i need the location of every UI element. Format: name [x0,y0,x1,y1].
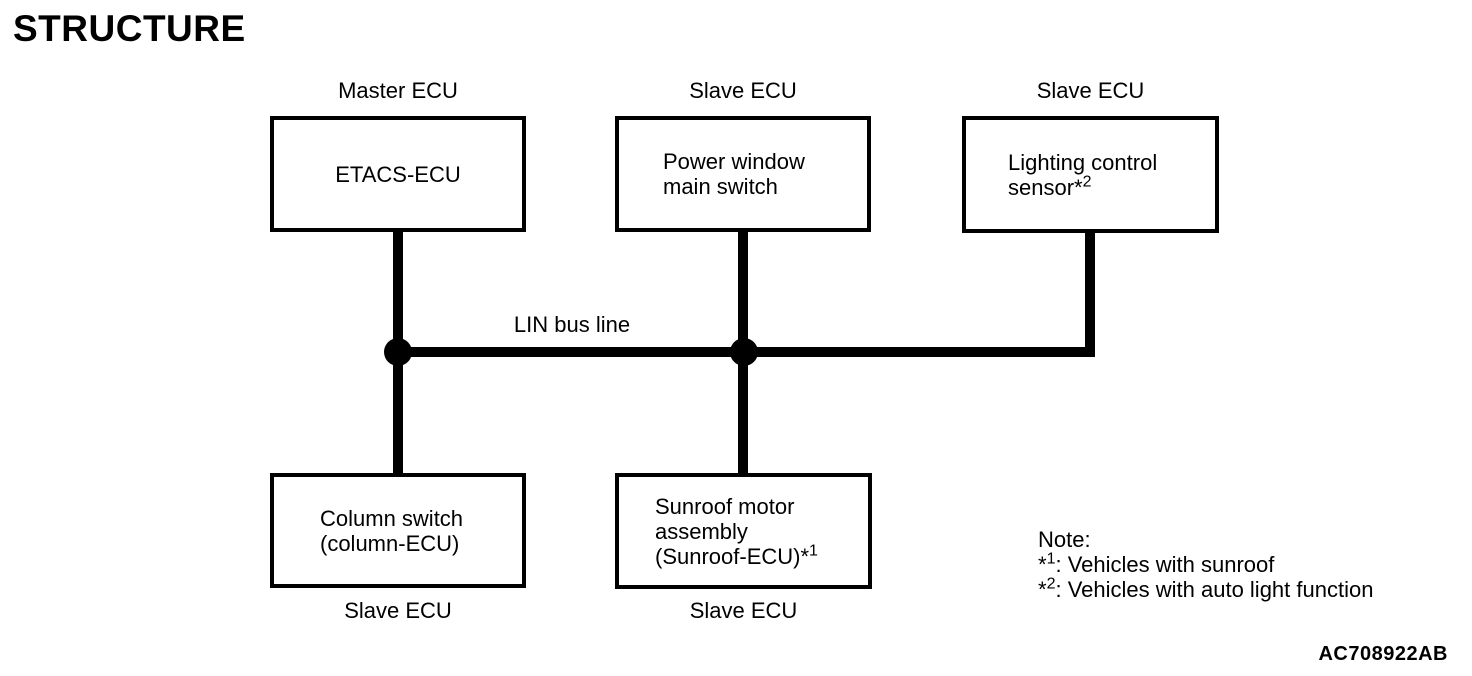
note-item-text: : Vehicles with sunroof [1055,552,1275,577]
role-label-slave-ecu-column-switch: Slave ECU [344,598,452,623]
ecu-name-line: Lighting control [1008,149,1158,175]
note-item: *2: Vehicles with auto light function [1038,575,1374,602]
ecu-name-line: main switch [663,174,778,199]
ecu-box-sunroof-motor-assembly: Sunroof motor assembly (Sunroof-ECU)*1 [615,473,872,589]
ecu-name-line: (column-ECU) [320,530,460,556]
role-label-slave-ecu-power-window: Slave ECU [689,78,797,103]
ecu-name-line: (Sunroof-ECU)*1 [655,542,868,569]
ecu-name-line: assembly [655,518,748,544]
bus-junction-dot-left [384,338,412,366]
ecu-name-text: sensor* [1008,174,1083,200]
footnote-ref-sup: 1 [1046,550,1056,568]
bus-junction-dot-middle [730,338,758,366]
ecu-name-line: Power window [663,149,805,174]
bus-label: LIN bus line [513,312,631,337]
ecu-name-line: ETACS-ECU [335,161,461,187]
ecu-name-text: (Sunroof-ECU)* [655,543,810,569]
footnote-ref-sup: 1 [809,542,818,560]
note-heading: Note: [1038,527,1091,552]
page-title: STRUCTURE [13,8,246,49]
connector-lighting-sensor-to-bus [1085,230,1095,357]
note-item-text: : Vehicles with auto light function [1055,577,1374,602]
ecu-box-lighting-control-sensor: Lighting control sensor*2 [962,116,1219,233]
footnote-ref-sup: 2 [1082,173,1092,191]
ecu-box-column-switch: Column switch (column-ECU) [270,473,526,588]
ecu-box-etacs: ETACS-ECU [270,116,526,232]
ecu-name-line: Column switch [320,505,464,531]
figure-code: AC708922AB [1318,643,1448,665]
footnote-ref-sup: 2 [1046,575,1056,593]
ecu-name-line: sensor*2 [1008,173,1215,200]
role-label-master-ecu: Master ECU [338,78,458,103]
ecu-box-power-window-main-switch: Power window main switch [615,116,871,232]
note-block: Note: *1: Vehicles with sunroof *2: Vehi… [1038,527,1373,602]
ecu-name-line: Sunroof motor [655,493,795,519]
footnote-ref: * [1038,552,1047,577]
footnote-ref: * [1038,577,1047,602]
role-label-slave-ecu-sunroof: Slave ECU [689,598,798,623]
note-item: *1: Vehicles with sunroof [1038,550,1373,577]
role-label-slave-ecu-lighting-sensor: Slave ECU [1036,78,1145,103]
